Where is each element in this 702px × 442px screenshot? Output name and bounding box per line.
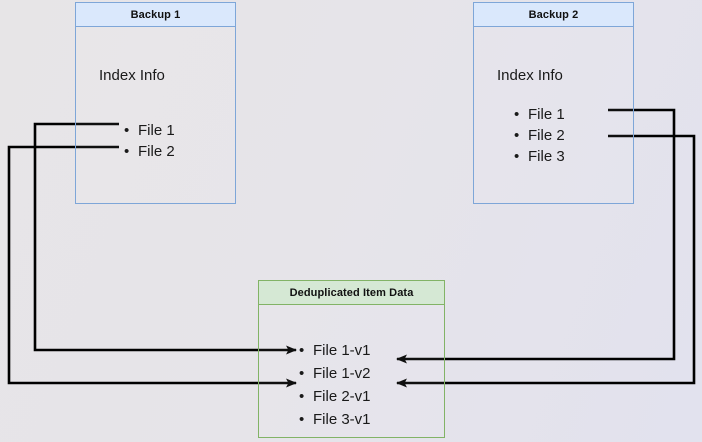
list-item-label: File 1-v1 — [313, 342, 371, 359]
bullet-icon: • — [124, 143, 130, 160]
list-item-label: File 2-v1 — [313, 388, 371, 405]
list-item[interactable]: • File 2-v1 — [299, 385, 371, 408]
bullet-icon: • — [299, 411, 305, 428]
bullet-icon: • — [514, 148, 520, 165]
dedup-file-list: • File 1-v1 • File 1-v2 • File 2-v1 • Fi… — [299, 339, 371, 431]
list-item-label: File 2 — [138, 143, 175, 160]
node-backup-2-body: Index Info • File 1 • File 2 • File 3 — [474, 27, 633, 203]
list-item-label: File 2 — [528, 127, 565, 144]
connector-backup1-file2 — [7, 145, 297, 388]
node-backup-1-title: Backup 1 — [76, 3, 235, 27]
list-item[interactable]: • File 3-v1 — [299, 408, 371, 431]
list-item[interactable]: • File 1-v1 — [299, 339, 371, 362]
backup-2-index-info-label: Index Info — [497, 67, 563, 84]
node-backup-2[interactable]: Backup 2 Index Info • File 1 • File 2 • … — [473, 2, 634, 204]
bullet-icon: • — [299, 342, 305, 359]
connector-backup2-file1 — [396, 108, 676, 364]
bullet-icon: • — [124, 122, 130, 139]
list-item[interactable]: • File 1-v2 — [299, 362, 371, 385]
backup-1-file-list: • File 1 • File 2 — [124, 120, 175, 162]
node-backup-2-title: Backup 2 — [474, 3, 633, 27]
backup-2-file-list: • File 1 • File 2 • File 3 — [514, 104, 565, 167]
list-item[interactable]: • File 3 — [514, 146, 565, 167]
list-item[interactable]: • File 1 — [514, 104, 565, 125]
node-backup-1[interactable]: Backup 1 Index Info • File 1 • File 2 — [75, 2, 236, 204]
list-item-label: File 1 — [528, 106, 565, 123]
list-item[interactable]: • File 1 — [124, 120, 175, 141]
list-item-label: File 3-v1 — [313, 411, 371, 428]
node-deduplicated-item-data-title: Deduplicated Item Data — [259, 281, 444, 305]
backup-1-index-info-label: Index Info — [99, 67, 165, 84]
bullet-icon: • — [514, 106, 520, 123]
bullet-icon: • — [514, 127, 520, 144]
list-item-label: File 1 — [138, 122, 175, 139]
node-backup-1-body: Index Info • File 1 • File 2 — [76, 27, 235, 203]
list-item-label: File 3 — [528, 148, 565, 165]
node-deduplicated-item-data[interactable]: Deduplicated Item Data • File 1-v1 • Fil… — [258, 280, 445, 438]
list-item-label: File 1-v2 — [313, 365, 371, 382]
connector-backup1-file1 — [33, 122, 297, 355]
bullet-icon: • — [299, 365, 305, 382]
list-item[interactable]: • File 2 — [514, 125, 565, 146]
bullet-icon: • — [299, 388, 305, 405]
node-deduplicated-item-data-body: • File 1-v1 • File 1-v2 • File 2-v1 • Fi… — [259, 305, 444, 437]
list-item[interactable]: • File 2 — [124, 141, 175, 162]
connector-backup2-file2 — [396, 134, 696, 388]
